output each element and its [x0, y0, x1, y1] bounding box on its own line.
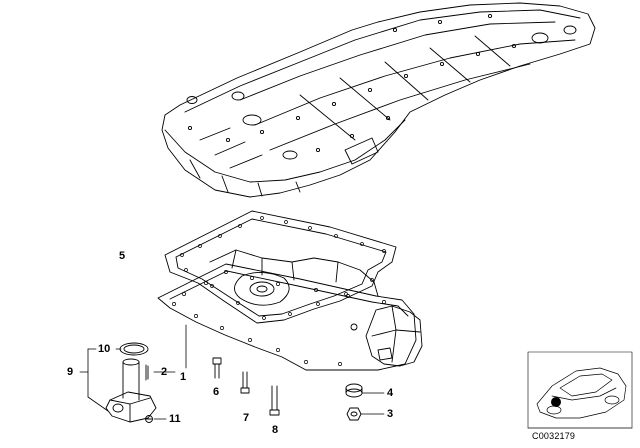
vehicle-inset — [527, 351, 633, 429]
callout-7: 7 — [243, 412, 250, 424]
bolt-7 — [240, 387, 250, 394]
callout-5: 5 — [119, 250, 126, 262]
callout-11: 11 — [169, 413, 181, 425]
oil-pan-gasket-drawing — [164, 210, 397, 324]
callout-10: 10 — [98, 343, 111, 355]
document-id: C0032179 — [532, 431, 576, 441]
bolt-6 — [212, 357, 222, 365]
callout-4: 4 — [387, 387, 394, 399]
location-marker — [551, 397, 561, 407]
callout-8: 8 — [272, 424, 279, 436]
callout-6: 6 — [213, 386, 220, 398]
callout-3: 3 — [387, 408, 394, 420]
callout-9: 9 — [67, 366, 74, 378]
oil-pan-drawing — [157, 249, 423, 371]
leader-lines — [79, 324, 385, 420]
fasteners-drawing — [145, 357, 363, 421]
engine-block-drawing — [161, 2, 596, 198]
callout-1: 1 — [180, 371, 187, 383]
oil-level-sensor-drawing — [105, 342, 157, 423]
bolt-8 — [269, 409, 280, 416]
callout-2: 2 — [161, 366, 168, 378]
